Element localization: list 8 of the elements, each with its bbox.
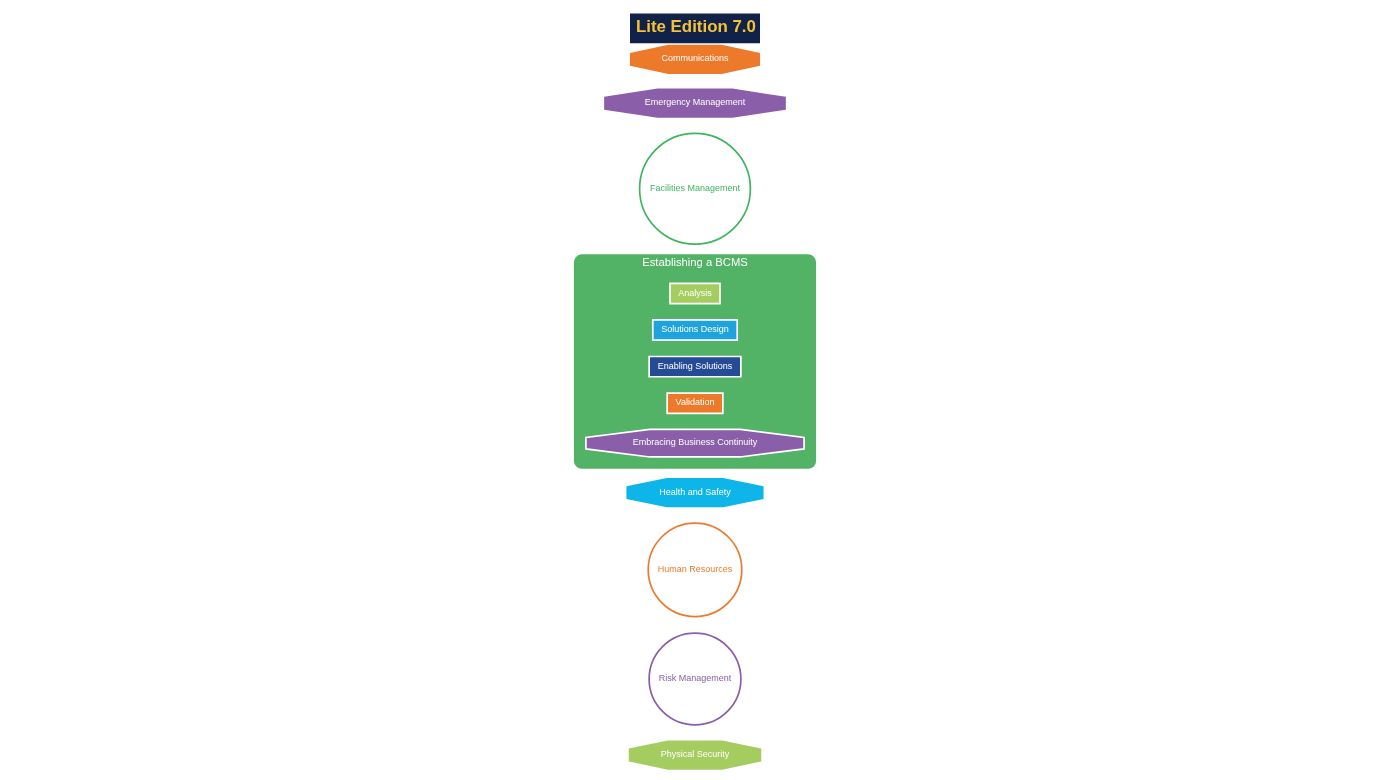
node-circle: Risk Management xyxy=(648,632,742,726)
node-box: Validation xyxy=(666,392,724,415)
node-circle: Human Resources xyxy=(647,522,743,618)
node-box: Solutions Design xyxy=(651,319,739,342)
node-box: Enabling Solutions xyxy=(648,355,742,378)
diagram-title: Lite Edition 7.0 xyxy=(635,17,756,37)
node-box: Analysis xyxy=(669,282,721,305)
node-circle: Facilities Management xyxy=(638,132,752,246)
